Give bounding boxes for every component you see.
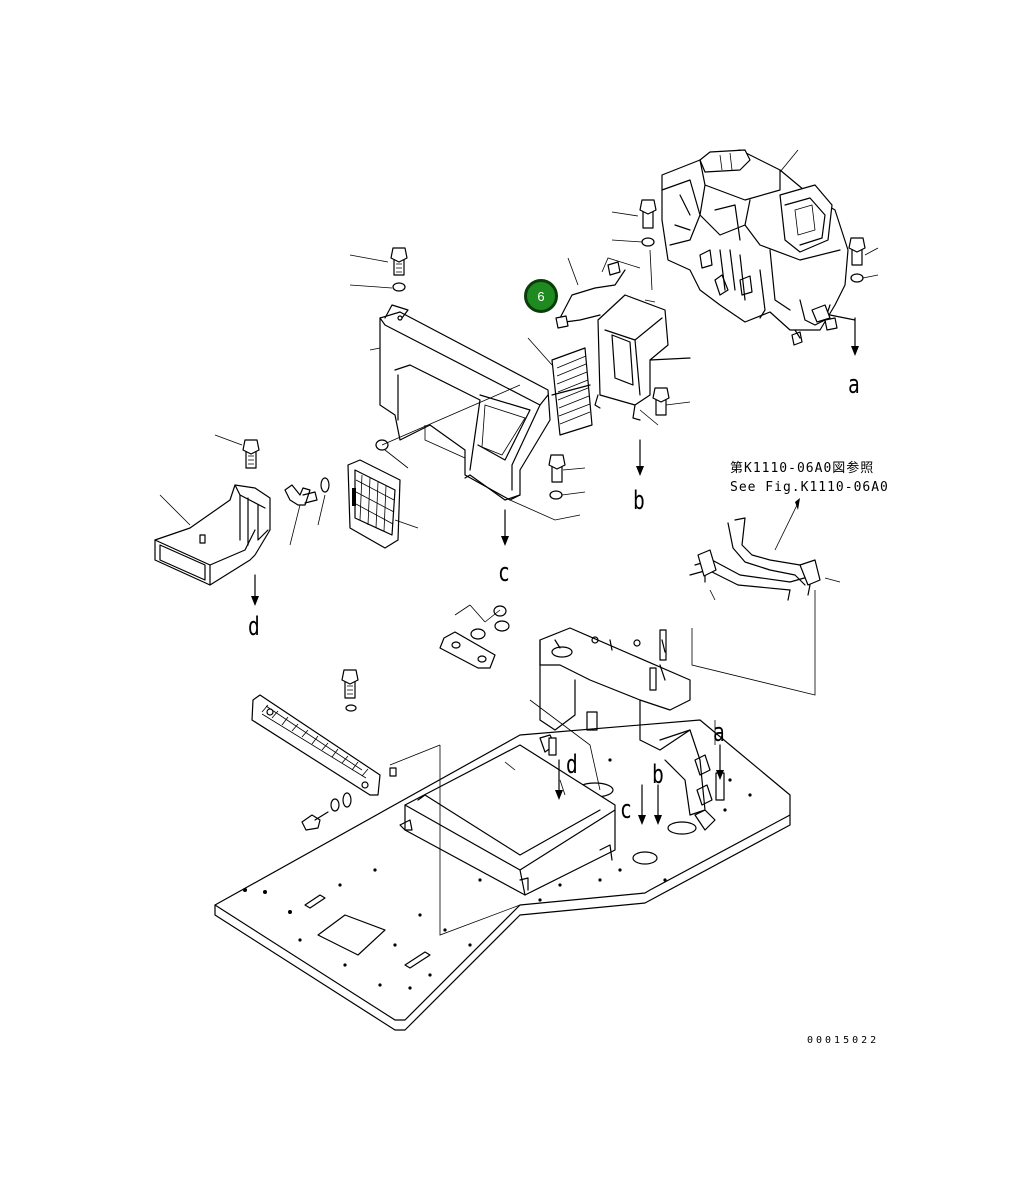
bolt-duct-top	[349, 247, 408, 292]
louver-panel	[251, 694, 397, 796]
bolt-duct-left	[214, 434, 260, 469]
mount-frame	[539, 627, 716, 831]
bolt-filter	[548, 387, 691, 500]
connector-label-c-bottom: c	[620, 795, 632, 825]
connector-label-d-bottom: d	[566, 750, 578, 780]
air-duct-left	[154, 484, 271, 586]
mount-plate	[439, 604, 510, 669]
floor-arrows	[555, 744, 724, 825]
connector-label-a-top: a	[848, 370, 860, 400]
duct-cover	[369, 304, 551, 501]
connector-label-c-top: c	[498, 558, 510, 588]
connector-label-b-top: b	[633, 486, 645, 516]
connector-label-a-bottom: a	[713, 718, 725, 748]
reference-note-jp: 第K1110-06A0図参照	[730, 461, 875, 476]
bolt-hvac	[611, 199, 879, 356]
callout-badge[interactable]: 6	[524, 279, 558, 313]
reference-note-en: See Fig.K1110-06A0	[730, 480, 889, 495]
filter-frame	[594, 294, 691, 426]
drawing-code: 00015022	[807, 1035, 880, 1046]
grille	[347, 459, 419, 549]
bolt-louver	[301, 669, 359, 831]
callout-number: 6	[537, 288, 545, 304]
connector-arrows-top	[251, 439, 644, 606]
wing-knob	[284, 477, 330, 546]
hvac-unit	[661, 149, 856, 346]
seat-box	[399, 744, 616, 896]
air-filter	[527, 337, 593, 436]
connector-label-d-top: d	[248, 612, 260, 642]
connector-label-b-bottom: b	[652, 760, 664, 790]
pipe-assembly	[689, 498, 841, 601]
